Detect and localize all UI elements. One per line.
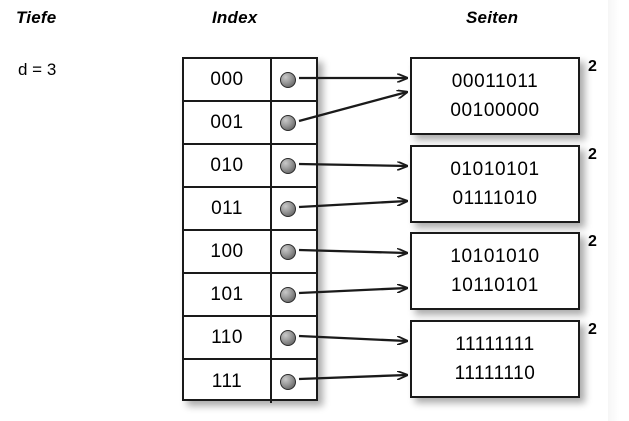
page-record: 01111010 — [452, 188, 538, 209]
page-bucket[interactable]: 00011011 00100000 — [410, 57, 580, 135]
page-record: 10110101 — [451, 275, 539, 296]
table-row[interactable]: 010 — [184, 145, 316, 188]
column-heading-index: Index — [212, 8, 258, 27]
bullet-dot-icon — [280, 329, 296, 346]
slide-edge-shading — [608, 0, 629, 421]
bullet-dot-icon — [280, 373, 296, 390]
page-bucket[interactable]: 01010101 01111010 — [410, 145, 580, 223]
directory-table: 000 001 010 011 100 — [182, 57, 318, 403]
bullet-dot-icon — [280, 114, 296, 131]
local-depth-label: 2 — [588, 146, 597, 163]
bullet-dot-icon — [280, 200, 296, 217]
page-bucket[interactable]: 11111111 11111110 — [410, 320, 580, 398]
bullet-dot-icon — [280, 243, 296, 260]
directory-pointer-cell[interactable] — [272, 231, 316, 272]
directory-key: 101 — [184, 274, 272, 315]
table-row[interactable]: 101 — [184, 274, 316, 317]
page-record: 11111111 — [455, 333, 535, 355]
column-heading-pages: Seiten — [466, 8, 519, 27]
global-depth-value: d = 3 — [18, 60, 57, 79]
directory-key: 111 — [184, 360, 272, 403]
local-depth-label: 2 — [588, 321, 597, 338]
directory-pointer-cell[interactable] — [272, 102, 316, 143]
table-row[interactable]: 000 — [184, 59, 316, 102]
page-record: 01010101 — [450, 158, 540, 180]
page-record: 11111110 — [454, 363, 536, 384]
directory-pointer-cell[interactable] — [272, 317, 316, 358]
local-depth-label: 2 — [588, 58, 597, 75]
table-row[interactable]: 110 — [184, 317, 316, 360]
page-record: 10101010 — [450, 245, 540, 267]
directory-pointer-cell[interactable] — [272, 274, 316, 315]
table-row[interactable]: 111 — [184, 360, 316, 403]
table-row[interactable]: 100 — [184, 231, 316, 274]
bullet-dot-icon — [280, 71, 296, 88]
directory-key: 011 — [184, 188, 272, 229]
table-row[interactable]: 001 — [184, 102, 316, 145]
column-heading-depth: Tiefe — [16, 8, 57, 27]
directory-pointer-cell[interactable] — [272, 360, 316, 403]
directory-key: 001 — [184, 102, 272, 143]
directory-key: 110 — [184, 317, 272, 358]
directory-pointer-cell[interactable] — [272, 145, 316, 186]
page-record: 00100000 — [450, 100, 540, 121]
bullet-dot-icon — [280, 157, 296, 174]
bullet-dot-icon — [280, 286, 296, 303]
directory-pointer-cell[interactable] — [272, 59, 316, 100]
local-depth-label: 2 — [588, 233, 597, 250]
table-row[interactable]: 011 — [184, 188, 316, 231]
page-bucket[interactable]: 10101010 10110101 — [410, 232, 580, 310]
directory-key: 010 — [184, 145, 272, 186]
directory-pointer-cell[interactable] — [272, 188, 316, 229]
page-record: 00011011 — [451, 70, 539, 92]
directory-key: 100 — [184, 231, 272, 272]
directory-key: 000 — [184, 59, 272, 100]
